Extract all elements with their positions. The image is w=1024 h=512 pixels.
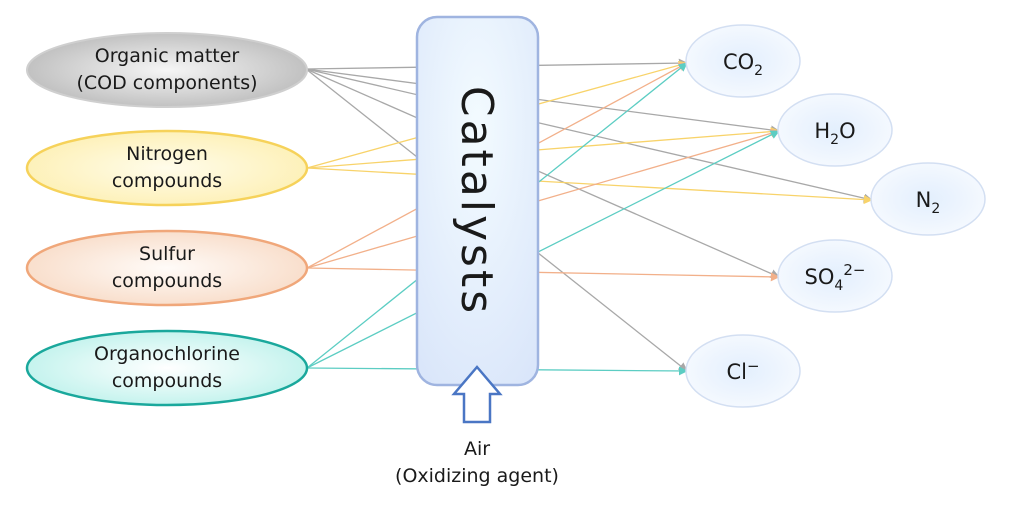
product-layer: CO2 H2O N2 SO42− Cl− — [685, 24, 986, 408]
svg-text:CO2: CO2 — [723, 50, 763, 79]
svg-text:N2: N2 — [916, 188, 941, 217]
product-formula-base: CO — [723, 50, 754, 74]
arrow-up-icon — [451, 365, 503, 424]
connector-organic-to-h2o — [305, 68, 780, 135]
connector-sulfur-to-h2o — [306, 128, 780, 269]
connector-nitrogen-to-h2o — [306, 127, 780, 169]
connector-sulfur-to-so4 — [306, 267, 780, 282]
source-label-line2: compounds — [112, 370, 222, 392]
catalyst-label: Catalysts — [451, 86, 502, 316]
svg-text:Cl−: Cl− — [726, 357, 759, 384]
source-label-line1: Sulfur — [139, 243, 195, 265]
product-co2: CO2 — [685, 24, 801, 98]
source-nitrogen-compounds: Nitrogen compounds — [25, 129, 309, 207]
source-organochlorine-compounds: Organochlorine compounds — [25, 329, 309, 407]
product-formula-sub: 2 — [931, 201, 940, 217]
product-formula-sub: 2 — [830, 132, 839, 148]
source-organic-matter: Organic matter (COD components) — [26, 32, 308, 108]
source-layer: Organic matter (COD components) Nitrogen… — [25, 32, 309, 407]
air-inlet: Air (Oxidizing agent) — [395, 365, 559, 487]
product-formula-sub: 2 — [754, 63, 763, 79]
connector-organic-to-n2 — [305, 68, 873, 203]
product-formula-base: SO — [805, 265, 835, 289]
product-so4: SO42− — [777, 239, 893, 313]
connector-organic-to-so4 — [305, 68, 780, 278]
source-label-line2: (COD components) — [76, 72, 257, 94]
product-formula-tail: O — [839, 119, 856, 143]
product-h2o: H2O — [777, 93, 893, 167]
source-label-line2: compounds — [112, 270, 222, 292]
source-sulfur-compounds: Sulfur compounds — [25, 229, 309, 307]
product-n2: N2 — [870, 162, 986, 236]
air-sublabel: (Oxidizing agent) — [395, 465, 559, 487]
product-formula-base: H — [814, 119, 830, 143]
connector-organochlorine-to-h2o — [306, 130, 780, 369]
source-label-line1: Nitrogen — [126, 143, 208, 165]
source-label-line1: Organic matter — [95, 45, 240, 67]
svg-text:H2O: H2O — [814, 119, 855, 148]
product-formula-sup: 2− — [843, 261, 865, 279]
product-formula-sup: − — [747, 357, 760, 375]
product-cl: Cl− — [685, 334, 801, 408]
connector-layer — [305, 58, 873, 376]
product-formula-sub: 4 — [834, 278, 843, 294]
air-label: Air — [464, 438, 490, 460]
connector-nitrogen-to-n2 — [306, 167, 873, 205]
source-label-line1: Organochlorine — [94, 343, 240, 365]
svg-text:SO42−: SO42− — [805, 261, 866, 294]
product-formula-base: N — [916, 188, 932, 212]
product-formula-base: Cl — [726, 360, 747, 384]
source-label-line2: compounds — [112, 170, 222, 192]
